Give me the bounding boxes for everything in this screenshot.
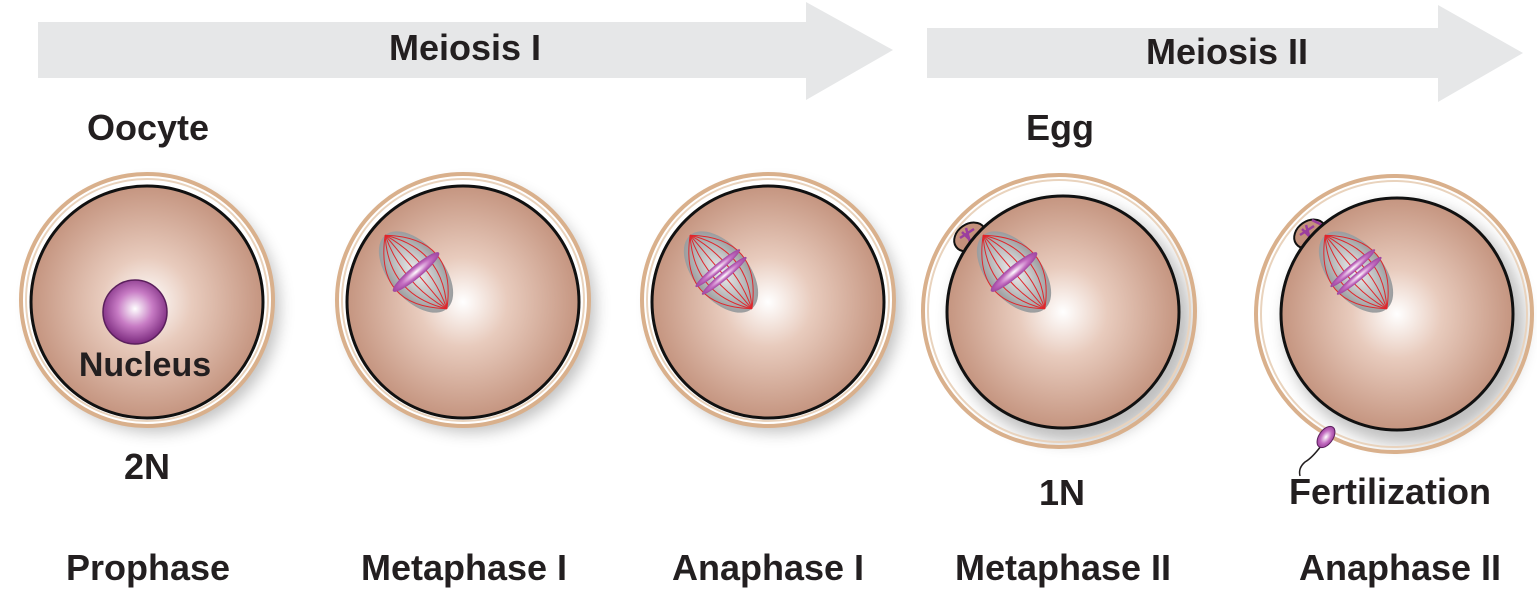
stage-anaphase-1: Anaphase I xyxy=(672,547,864,588)
stage-metaphase-1: Metaphase I xyxy=(361,547,567,588)
prophase-cell xyxy=(19,172,279,432)
spindle xyxy=(1303,217,1409,327)
oocyte-label: Oocyte xyxy=(87,107,209,148)
anaphase-1-cell xyxy=(640,172,900,432)
stage-prophase: Prophase xyxy=(66,547,230,588)
meiosis-1-arrow: Meiosis I xyxy=(38,2,893,100)
spindle xyxy=(363,217,469,327)
nucleus xyxy=(102,279,168,345)
stage-anaphase-2: Anaphase II xyxy=(1299,547,1501,588)
nucleus-label: Nucleus xyxy=(79,346,211,384)
meiosis-2-arrow: Meiosis II xyxy=(927,5,1523,102)
anaphase-2-cell xyxy=(1254,174,1534,477)
spindle xyxy=(961,217,1067,327)
ploidy-2n-label: 2N xyxy=(124,446,170,487)
metaphase-2-cell xyxy=(921,173,1197,449)
spindle xyxy=(668,217,774,327)
ploidy-1n-label: 1N xyxy=(1039,472,1085,513)
meiosis-2-label: Meiosis II xyxy=(1146,31,1308,72)
egg-label: Egg xyxy=(1026,107,1094,148)
stage-metaphase-2: Metaphase II xyxy=(955,547,1171,588)
metaphase-1-cell xyxy=(335,172,595,432)
meiosis-1-label: Meiosis I xyxy=(389,27,541,68)
fertilization-label: Fertilization xyxy=(1289,471,1491,512)
sperm xyxy=(1298,425,1336,477)
